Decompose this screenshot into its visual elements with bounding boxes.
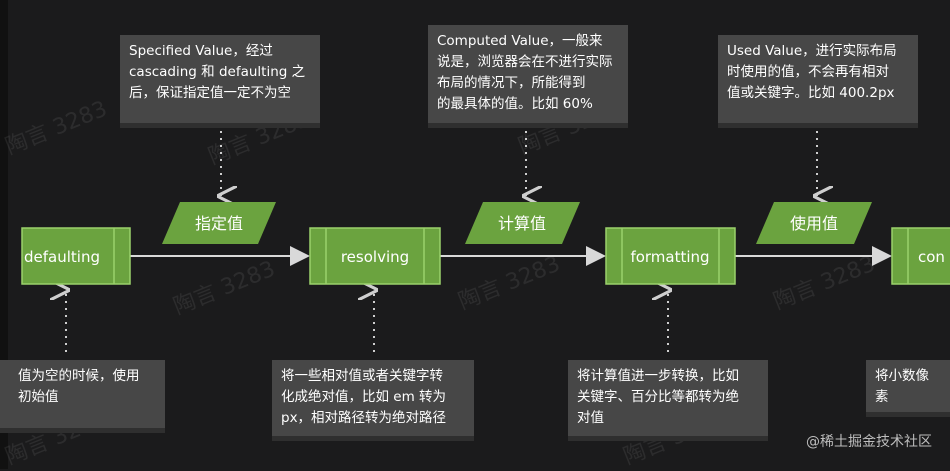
note-computed-value: Computed Value，一般来 说是，浏览器会在不进行实际 布局的情况下，…: [428, 25, 628, 128]
left-edge-bar: [0, 0, 8, 469]
data-computed-value: 计算值: [465, 202, 580, 244]
data-label: 计算值: [498, 214, 546, 233]
process-resolving: resolving: [309, 227, 441, 285]
process-label: con: [918, 248, 945, 266]
data-specified-value: 指定值: [162, 202, 276, 244]
process-label: formatting: [630, 248, 709, 266]
data-used-value: 使用值: [756, 202, 872, 244]
note-con: 将小数像素: [866, 360, 950, 417]
data-label: 使用值: [790, 214, 838, 233]
note-resolving: 将一些相对值或者关键字转 化成绝对值，比如 em 转为 px，相对路径转为绝对路…: [272, 360, 474, 441]
note-specified-value: Specified Value，经过 cascading 和 defaultin…: [120, 35, 320, 128]
note-defaulting: 值为空的时候，使用 初始值: [0, 360, 165, 433]
process-label: defaulting: [24, 248, 100, 266]
data-label: 指定值: [195, 214, 243, 233]
process-con: con: [891, 227, 950, 285]
credit-text: @稀土掘金技术社区: [806, 434, 932, 450]
note-formatting: 将计算值进一步转换，比如 关键字、百分比等都转为绝 对值: [568, 360, 768, 441]
process-label: resolving: [341, 248, 409, 266]
process-defaulting: defaulting: [21, 227, 131, 285]
note-used-value: Used Value，进行实际布局 时使用的值，不会再有相对 值或关键字。比如 …: [718, 35, 918, 128]
process-formatting: formatting: [605, 227, 736, 285]
